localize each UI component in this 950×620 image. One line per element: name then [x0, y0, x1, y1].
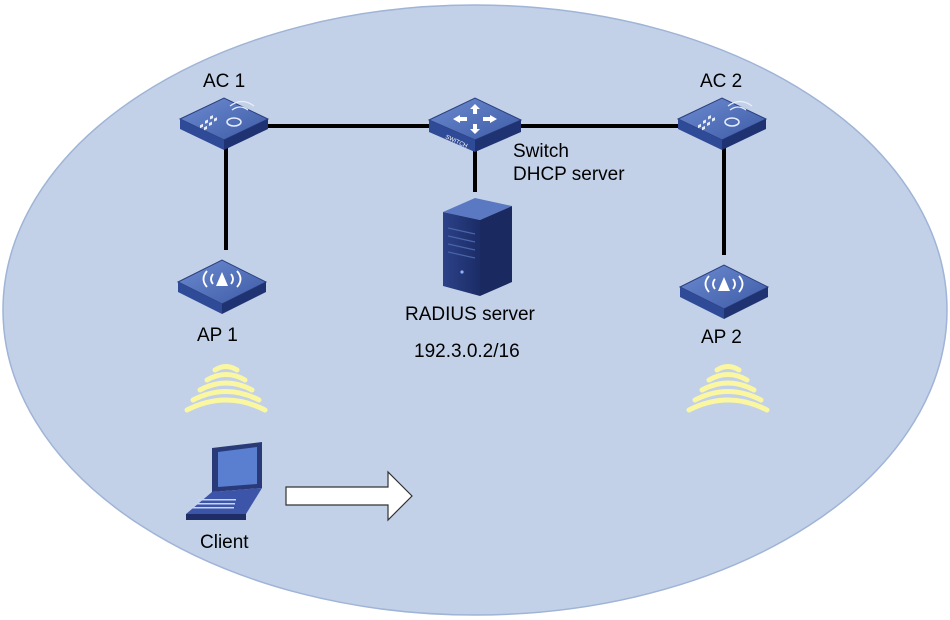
access-point-icon [678, 264, 770, 319]
wireless-controller-icon [676, 97, 768, 150]
switch-label: Switch [513, 141, 569, 162]
client-device [186, 442, 262, 520]
laptop-icon [186, 442, 262, 520]
ap1-label: AP 1 [197, 325, 238, 346]
network-links [224, 124, 726, 255]
radius-ip-label: 192.3.0.2/16 [414, 341, 520, 362]
ap2-device [678, 264, 770, 319]
ap2-signal-waves [686, 364, 770, 413]
switch-icon: SWITCH [427, 97, 523, 152]
ap2-label: AP 2 [701, 327, 742, 348]
access-point-icon [176, 259, 268, 314]
ap1-device [176, 259, 268, 314]
radius-device [443, 198, 512, 296]
server-tower-icon [443, 198, 512, 296]
ac1-label: AC 1 [203, 71, 246, 92]
radius-label: RADIUS server [405, 304, 535, 325]
wireless-controller-icon [178, 97, 270, 150]
client-label: Client [200, 532, 249, 553]
ap1-signal-waves [184, 364, 268, 413]
ac2-label: AC 2 [700, 71, 743, 92]
switch-role-label: DHCP server [513, 164, 625, 185]
switch-device: SWITCH [427, 97, 523, 152]
ac1-device [178, 97, 270, 150]
roaming-arrow-icon [285, 470, 413, 522]
ac2-device [676, 97, 768, 150]
